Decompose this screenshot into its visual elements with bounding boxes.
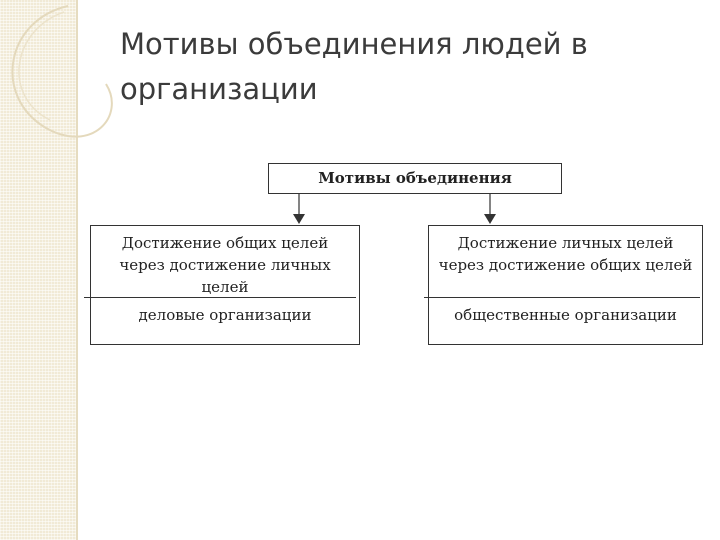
business-goal-box: Достижение общих целей через достижение … [90, 225, 360, 345]
right-divider-line [424, 297, 700, 298]
public-goal-box: Достижение личных целей через достижение… [428, 225, 703, 345]
business-goal-text: Достижение общих целей через достижение … [91, 232, 359, 298]
public-goal-text: Достижение личных целей через достижение… [429, 232, 702, 276]
left-divider-line [84, 297, 356, 298]
business-org-text: деловые организации [91, 304, 359, 326]
public-org-text: общественные организации [429, 304, 702, 326]
